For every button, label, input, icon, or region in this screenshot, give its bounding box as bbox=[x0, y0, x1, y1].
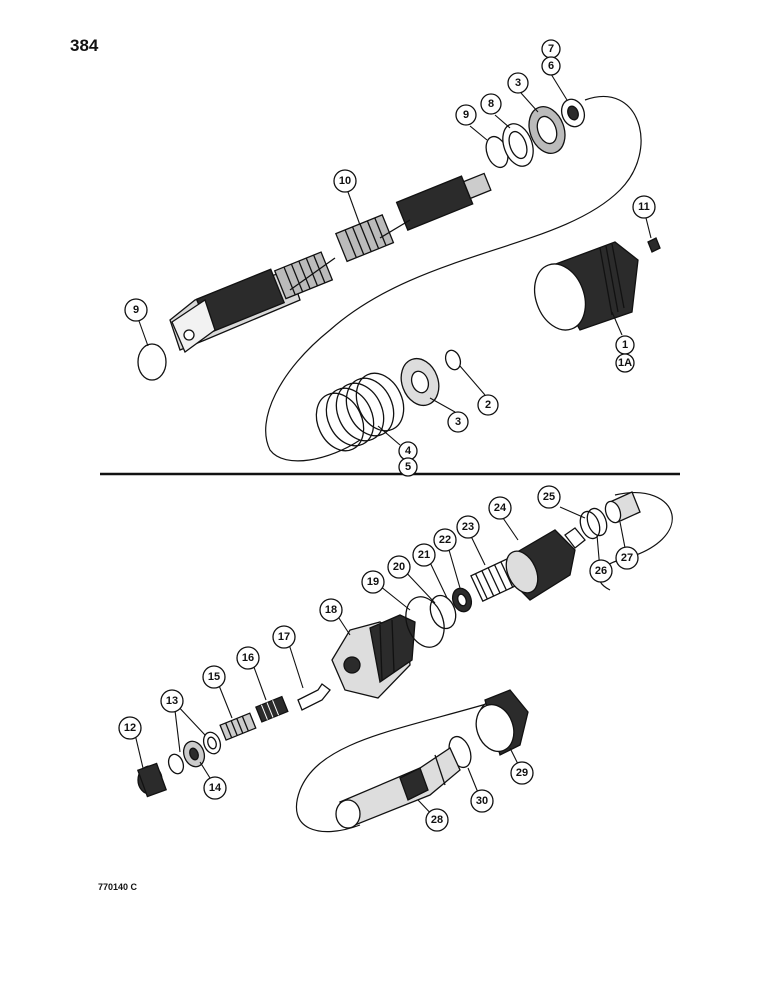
callout-1: 1 bbox=[615, 335, 635, 355]
ring-25 bbox=[579, 510, 601, 540]
callout-23: 23 bbox=[456, 515, 480, 539]
svg-text:26: 26 bbox=[595, 565, 607, 577]
upper-group-loop bbox=[265, 95, 642, 462]
callout-4: 4 bbox=[398, 441, 418, 461]
svg-text:30: 30 bbox=[476, 795, 488, 807]
o-ring-9-left bbox=[137, 343, 167, 381]
svg-text:13: 13 bbox=[166, 695, 178, 707]
svg-text:3: 3 bbox=[515, 77, 521, 89]
svg-text:19: 19 bbox=[367, 576, 379, 588]
svg-text:8: 8 bbox=[488, 98, 494, 110]
svg-text:10: 10 bbox=[339, 175, 351, 187]
callout-3-lower: 3 bbox=[447, 411, 469, 433]
callout-1a: 1A bbox=[615, 353, 635, 373]
svg-text:14: 14 bbox=[209, 782, 222, 794]
callout-13: 13 bbox=[160, 689, 184, 713]
callout-9-upper: 9 bbox=[455, 104, 477, 126]
callout-28: 28 bbox=[425, 808, 449, 832]
svg-text:29: 29 bbox=[516, 767, 528, 779]
spool-shaft bbox=[169, 172, 492, 354]
valve-body-18 bbox=[331, 614, 416, 699]
callout-16: 16 bbox=[236, 646, 260, 670]
callout-6: 6 bbox=[541, 56, 561, 76]
svg-text:5: 5 bbox=[405, 461, 411, 473]
callout-20: 20 bbox=[387, 555, 411, 579]
spring-4 bbox=[315, 372, 405, 452]
cap-29 bbox=[475, 689, 529, 756]
callout-26: 26 bbox=[589, 559, 613, 583]
svg-text:3: 3 bbox=[455, 416, 461, 428]
plug-11 bbox=[647, 237, 661, 253]
svg-text:11: 11 bbox=[638, 201, 650, 213]
svg-text:7: 7 bbox=[548, 43, 554, 55]
callout-3-top: 3 bbox=[507, 72, 529, 94]
callout-19: 19 bbox=[361, 570, 385, 594]
svg-text:15: 15 bbox=[208, 671, 220, 683]
page-number: 384 bbox=[70, 36, 99, 55]
callout-2: 2 bbox=[477, 394, 499, 416]
washer-2 bbox=[444, 349, 462, 371]
svg-text:25: 25 bbox=[543, 491, 555, 503]
callout-7: 7 bbox=[541, 39, 561, 59]
cap-body bbox=[533, 241, 639, 331]
sleeve-27 bbox=[604, 491, 641, 524]
acorn-nut-12 bbox=[136, 762, 168, 798]
callout-17: 17 bbox=[272, 625, 296, 649]
svg-text:12: 12 bbox=[124, 722, 136, 734]
svg-text:2: 2 bbox=[485, 399, 491, 411]
svg-text:16: 16 bbox=[242, 652, 254, 664]
callout-8: 8 bbox=[480, 93, 502, 115]
svg-text:21: 21 bbox=[418, 549, 430, 561]
svg-text:9: 9 bbox=[463, 109, 469, 121]
svg-text:24: 24 bbox=[494, 502, 507, 514]
adjusting-screw-15 bbox=[219, 712, 257, 741]
callout-25: 25 bbox=[537, 485, 561, 509]
svg-text:4: 4 bbox=[405, 445, 412, 457]
svg-text:1: 1 bbox=[622, 339, 628, 351]
washer-13a bbox=[167, 753, 185, 775]
lower-group-loop-bottom bbox=[295, 699, 501, 833]
svg-text:9: 9 bbox=[133, 304, 139, 316]
callout-12: 12 bbox=[118, 716, 142, 740]
washer-13b bbox=[202, 731, 222, 755]
callout-29: 29 bbox=[510, 761, 534, 785]
callout-10: 10 bbox=[333, 169, 357, 193]
poppet-17 bbox=[297, 683, 331, 711]
callout-5: 5 bbox=[398, 457, 418, 477]
leader-lines bbox=[133, 58, 652, 821]
svg-text:6: 6 bbox=[548, 60, 554, 72]
svg-text:18: 18 bbox=[325, 604, 337, 616]
callout-24: 24 bbox=[488, 496, 512, 520]
callout-18: 18 bbox=[319, 598, 343, 622]
svg-text:1A: 1A bbox=[618, 357, 632, 369]
callout-14: 14 bbox=[203, 776, 227, 800]
piston-24 bbox=[505, 527, 586, 601]
svg-text:27: 27 bbox=[621, 552, 633, 564]
figure-code: 770140 C bbox=[98, 882, 138, 892]
svg-text:23: 23 bbox=[462, 521, 474, 533]
callout-11: 11 bbox=[632, 195, 656, 219]
shaft-28 bbox=[335, 747, 461, 829]
svg-text:28: 28 bbox=[431, 814, 443, 826]
callout-30: 30 bbox=[470, 789, 494, 813]
callout-21: 21 bbox=[412, 543, 436, 567]
backup-ring-20 bbox=[429, 594, 457, 630]
svg-text:20: 20 bbox=[393, 561, 405, 573]
svg-text:17: 17 bbox=[278, 631, 290, 643]
callout-9-left: 9 bbox=[124, 298, 148, 322]
callout-27: 27 bbox=[615, 546, 639, 570]
o-ring-19 bbox=[405, 596, 445, 648]
svg-text:22: 22 bbox=[439, 534, 451, 546]
callout-15: 15 bbox=[202, 665, 226, 689]
spring-16 bbox=[255, 695, 289, 723]
callout-22: 22 bbox=[433, 528, 457, 552]
ring-26 bbox=[586, 507, 608, 537]
